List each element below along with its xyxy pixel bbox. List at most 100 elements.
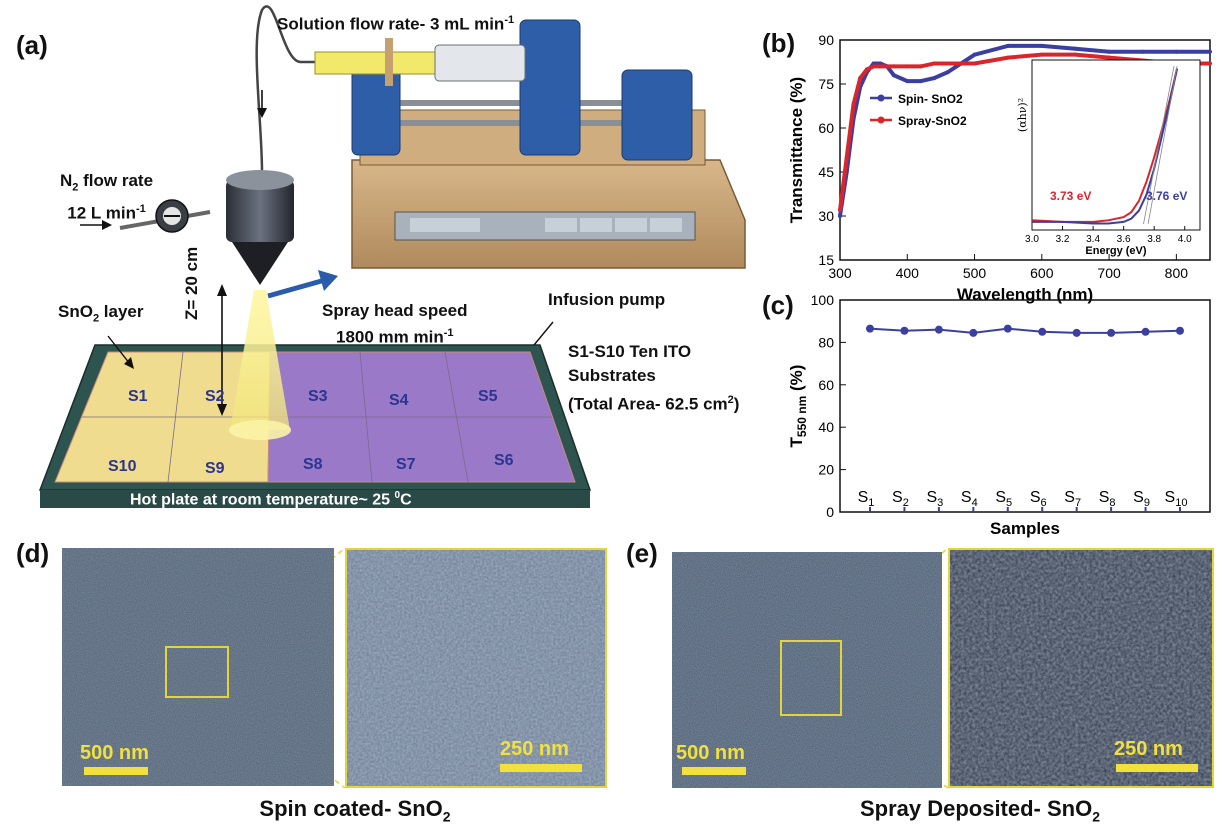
tile-s2: S2 — [205, 388, 225, 405]
chart-b-point-2 — [945, 61, 950, 66]
chart-b-xtick-label: 500 — [963, 265, 987, 281]
substrates-label: S1-S10 Ten ITO Substrates (Total Area- 6… — [568, 342, 740, 414]
chart-b-point-1 — [1006, 43, 1011, 48]
chart-c-point — [1176, 326, 1184, 335]
chart-b-point-2 — [838, 208, 842, 213]
chart-b-series-1 — [838, 43, 1210, 217]
sem-spin-roi-box — [165, 646, 229, 698]
chart-b-legend-marker-2 — [877, 116, 885, 124]
sem-spray-zoom — [948, 548, 1214, 788]
chart-b-point-2 — [871, 64, 876, 69]
sem-spray-scalebar-500 — [682, 767, 746, 775]
chart-b-point-2 — [844, 155, 849, 160]
chart-b-xtick-label: 700 — [1097, 265, 1121, 281]
panel-label-d: (d) — [16, 538, 50, 568]
inset-fit-blue — [1147, 65, 1178, 225]
chart-b-point-1 — [891, 73, 896, 78]
sem-spin-scale-250: 250 nm — [500, 738, 569, 760]
caption-spray: Spray Deposited- SnO2 — [859, 796, 1101, 825]
spray-nozzle — [226, 180, 294, 242]
chart-b-point-2 — [891, 64, 896, 69]
chart-b-legend-label-1: Spin- SnO2 — [898, 92, 963, 106]
chart-c-ytick-label: 60 — [818, 377, 834, 393]
inset-xtick-label: 3.4 — [1086, 234, 1100, 245]
chart-c-ytick-label: 20 — [818, 462, 834, 478]
chart-c-category-label: S5 — [995, 489, 1012, 509]
chart-c-point — [969, 328, 978, 337]
chart-b-frame — [839, 39, 1211, 261]
chart-b-point-1 — [1208, 49, 1212, 54]
chart-b-point-2 — [864, 67, 869, 72]
hot-plate-label: Hot plate at room temperature~ 25 0C — [130, 490, 412, 509]
inset-frame — [1031, 59, 1201, 231]
panel-label-c: (c) — [762, 290, 794, 320]
chart-c-ylabel: T550 nm (%) — [787, 365, 809, 448]
chart-b-xtick-label: 600 — [1030, 265, 1054, 281]
chart-b-xtick-label: 300 — [828, 265, 852, 281]
tile-s1: S1 — [128, 388, 148, 405]
chart-c-series — [869, 327, 1181, 334]
panel-label-b: (b) — [762, 28, 796, 58]
chart-c-xlabel: Samples — [990, 519, 1060, 538]
sem-spin-overview — [62, 548, 334, 786]
spray-speed-label: Spray head speed 1800 mm min-1 — [322, 301, 468, 347]
chart-c-point — [1141, 327, 1150, 336]
chart-b-series-2 — [838, 52, 1210, 211]
chart-c-category-label: S7 — [1064, 489, 1081, 509]
chart-b-point-2 — [972, 61, 977, 66]
chart-c-category-label: S1 — [858, 489, 875, 509]
chart-b-point-2 — [858, 76, 863, 81]
inset-xtick-label: 4.0 — [1178, 234, 1192, 245]
inset-xtick-label: 3.8 — [1147, 234, 1161, 245]
chart-c-ytick-label: 40 — [818, 419, 834, 435]
tile-s9: S9 — [205, 460, 225, 477]
chart-c-ytick-label: 0 — [826, 504, 834, 520]
chart-c-ytick-label: 80 — [818, 334, 834, 350]
chart-b-point-2 — [905, 64, 910, 69]
chart-c-point — [934, 325, 943, 334]
inset-annotation-3-76: 3.76 eV — [1146, 189, 1187, 203]
sem-spin-scalebar-250 — [500, 764, 582, 772]
panel-label-e: (e) — [626, 538, 658, 568]
chart-c-frame — [839, 299, 1211, 513]
n2-flow-label: N2 flow rate 12 L min-1 — [60, 171, 154, 224]
inset-fit-red — [1143, 65, 1175, 225]
chart-b-point-2 — [885, 64, 890, 69]
chart-c-point — [1107, 328, 1116, 337]
chart-b-ytick-label: 75 — [818, 76, 834, 92]
chart-b-point-1 — [932, 76, 937, 81]
sem-spray-scale-500: 500 nm — [676, 742, 745, 764]
chart-c-point — [866, 324, 874, 333]
solution-flow-label: Solution flow rate- 3 mL min-1 — [277, 14, 515, 34]
spray-cone — [230, 290, 290, 430]
chart-c-point — [900, 326, 909, 335]
inset-series-1 — [1031, 68, 1179, 223]
chart-c-category-label: S6 — [1030, 489, 1047, 509]
chart-b-point-1 — [945, 70, 950, 75]
chart-b-xtick-label: 800 — [1165, 265, 1189, 281]
chart-b-point-2 — [1107, 55, 1112, 60]
chart-c-point — [1003, 324, 1012, 333]
inset-annotation-3-73: 3.73 eV — [1050, 189, 1091, 203]
chart-b-legend-label-2: Spray-SnO2 — [898, 114, 967, 128]
chart-b-legend-marker-1 — [877, 94, 885, 102]
chart-b-ytick-label: 60 — [818, 120, 834, 136]
chart-b-point-2 — [959, 61, 964, 66]
chart-c-category-label: S10 — [1165, 489, 1188, 509]
chart-b-ytick-label: 45 — [818, 164, 834, 180]
sem-spin-zoom — [345, 548, 607, 788]
chart-b-point-2 — [1006, 55, 1011, 60]
chart-c-category-label: S2 — [892, 489, 909, 509]
tile-s10: S10 — [108, 458, 137, 475]
sno2-layer-label: SnO2 layer — [58, 302, 144, 325]
chart-b-point-1 — [1107, 49, 1112, 54]
chart-b-point-1 — [838, 214, 842, 218]
inset-xtick-label: 3.6 — [1117, 234, 1131, 245]
sem-spin-scale-500: 500 nm — [80, 742, 149, 764]
chart-b-point-1 — [972, 52, 977, 57]
chart-b-point-1 — [1140, 49, 1145, 54]
chart-b-point-2 — [1073, 52, 1078, 57]
chart-b-ytick-label: 15 — [818, 252, 834, 268]
